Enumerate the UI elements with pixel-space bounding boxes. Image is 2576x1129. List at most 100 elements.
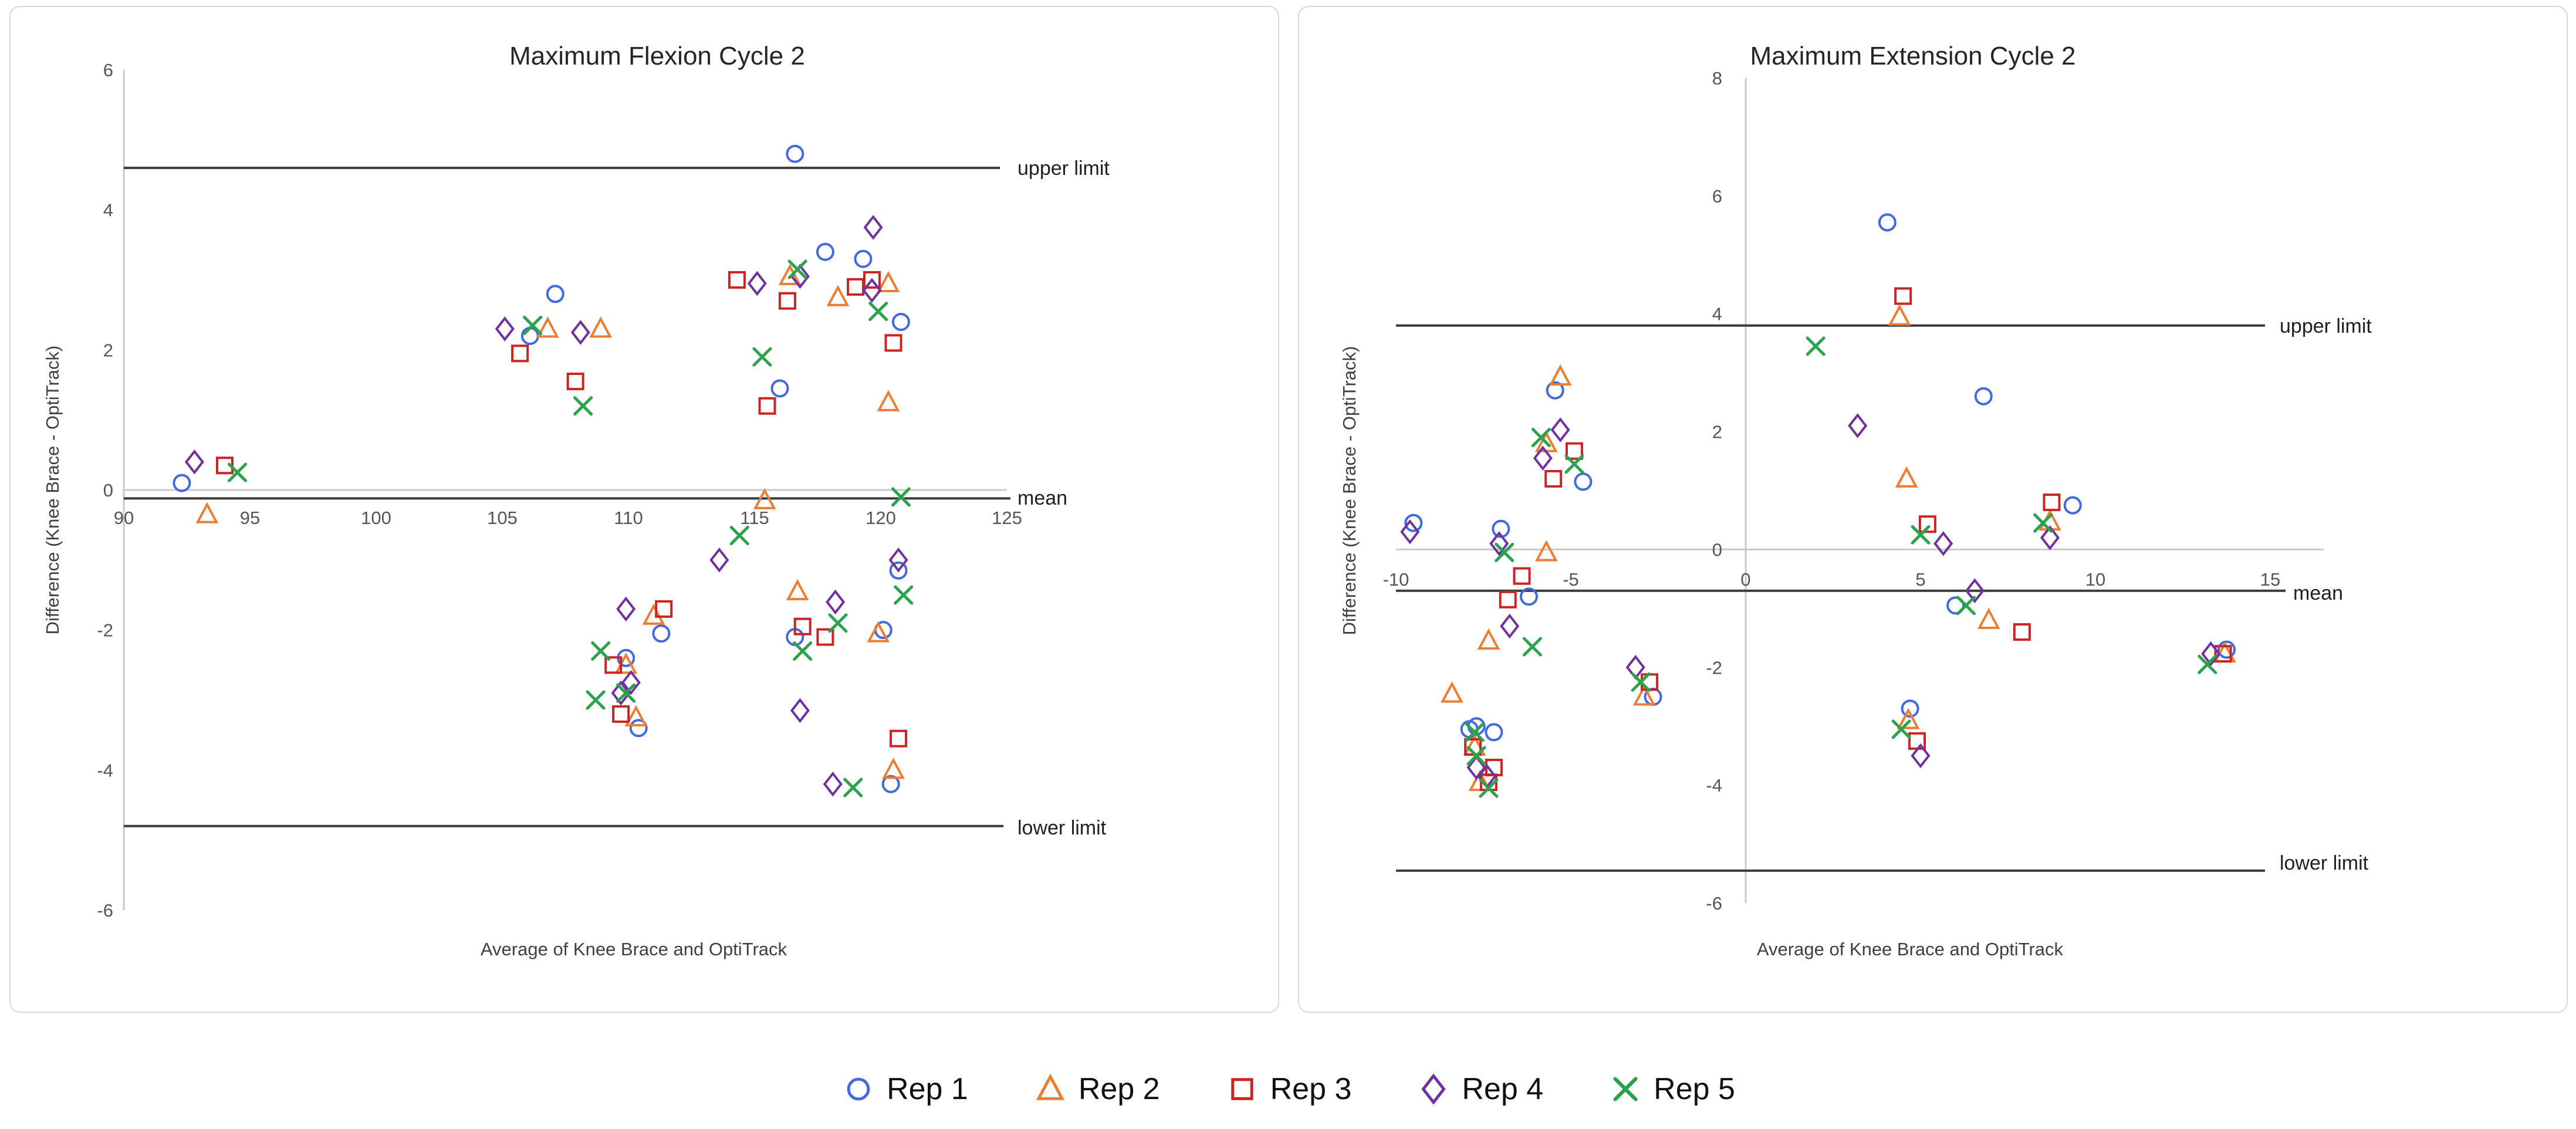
marker-square-icon — [2043, 493, 2061, 512]
marker-diamond-icon — [1466, 755, 1486, 780]
x-tick-label: 115 — [740, 508, 769, 528]
marker-x-icon — [828, 613, 848, 633]
marker-triangle-icon — [1441, 681, 1463, 703]
marker-triangle-icon — [536, 316, 559, 338]
marker-diamond-icon — [1400, 519, 1420, 545]
marker-x-icon — [787, 259, 807, 279]
marker-triangle-icon — [589, 316, 613, 338]
marker-triangle-icon — [882, 758, 905, 779]
marker-diamond-icon — [1550, 417, 1570, 442]
series-rep-5 — [228, 259, 914, 797]
marker-diamond-icon — [570, 320, 590, 345]
x-tick-label: 100 — [361, 508, 391, 528]
marker-x-icon — [1495, 542, 1515, 562]
marker-triangle-icon — [1534, 540, 1558, 562]
marker-square-icon — [612, 705, 630, 723]
y-tick-label: -4 — [1706, 775, 1722, 796]
x-tick-label: 10 — [2085, 569, 2105, 590]
marker-circle-icon — [1946, 596, 1965, 615]
legend-label: Rep 2 — [1078, 1072, 1160, 1106]
x-tick-label: 105 — [487, 508, 518, 528]
marker-triangle-icon — [624, 705, 648, 726]
marker-diamond-icon — [862, 278, 882, 303]
marker-square-icon — [1544, 469, 1563, 488]
y-tick-label: 8 — [1712, 68, 1722, 89]
marker-diamond-icon — [1933, 531, 1953, 556]
legend-marker-square-icon — [1230, 1078, 1253, 1100]
marker-circle-icon — [891, 313, 910, 332]
marker-square-icon — [793, 617, 812, 636]
marker-x-icon — [1956, 596, 1976, 616]
x-tick-label: 120 — [866, 508, 896, 528]
marker-x-icon — [793, 641, 813, 661]
y-tick-label: 0 — [1712, 539, 1722, 560]
marker-circle-icon — [847, 1077, 870, 1101]
marker-triangle-icon — [1888, 304, 1911, 326]
legend-marker-triangle-icon — [1036, 1073, 1065, 1100]
lower-limit-label-extension: lower limit — [2280, 852, 2369, 874]
marker-square-icon — [728, 271, 746, 289]
marker-x-icon — [1806, 336, 1825, 356]
legend-item-rep-5: Rep 5 — [1608, 1071, 1735, 1107]
marker-triangle-icon — [1549, 364, 1572, 386]
marker-diamond-icon — [1911, 743, 1931, 769]
marker-triangle-icon — [753, 488, 776, 509]
marker-square-icon — [816, 628, 834, 646]
marker-x-icon — [616, 683, 636, 703]
mean-label-extension: mean — [2293, 582, 2343, 604]
marker-diamond-icon — [709, 547, 729, 573]
legend-label: Rep 1 — [887, 1072, 968, 1106]
marker-circle-icon — [1974, 387, 1993, 405]
marker-circle-icon — [770, 379, 789, 398]
x-tick-label: 5 — [1915, 569, 1925, 590]
marker-x-icon — [1531, 428, 1551, 448]
marker-square-icon — [511, 344, 529, 363]
marker-square-icon — [2214, 645, 2232, 663]
marker-circle-icon — [2063, 496, 2082, 515]
marker-diamond-icon — [2040, 525, 2060, 550]
marker-square-icon — [655, 600, 673, 618]
marker-x-icon — [729, 526, 749, 546]
x-tick-label: 110 — [614, 508, 643, 528]
marker-diamond-icon — [1421, 1073, 1446, 1105]
legend-marker-x-icon — [1613, 1077, 1638, 1101]
marker-triangle-icon — [1477, 628, 1500, 650]
marker-diamond-icon — [2201, 641, 2221, 667]
marker-x-icon — [868, 302, 888, 322]
marker-x-icon — [1911, 525, 1931, 545]
x-tick-label: -5 — [1563, 569, 1579, 590]
marker-square-icon — [778, 292, 796, 310]
marker-x-icon — [2198, 654, 2217, 674]
x-tick-label: 15 — [2260, 569, 2280, 590]
marker-x-icon — [843, 778, 863, 797]
marker-square-icon — [1894, 287, 1912, 305]
chart-title-flexion: Maximum Flexion Cycle 2 — [509, 42, 805, 70]
marker-triangle-icon — [1895, 466, 1918, 488]
marker-x-icon — [752, 347, 772, 367]
marker-circle-icon — [1546, 381, 1564, 400]
marker-triangle-icon — [1977, 607, 2000, 629]
marker-x-icon — [2033, 513, 2053, 533]
marker-circle-icon — [173, 474, 191, 492]
marker-triangle-icon — [786, 579, 809, 601]
y-tick-label: 0 — [103, 480, 113, 501]
series-rep-4 — [184, 215, 908, 797]
y-tick-label: 6 — [103, 60, 113, 80]
x-tick-label: 90 — [114, 508, 134, 528]
marker-circle-icon — [546, 285, 564, 303]
y-tick-label: 4 — [1712, 304, 1722, 324]
marker-circle-icon — [1574, 472, 1593, 491]
marker-triangle-icon — [1896, 708, 1920, 729]
series-rep-4 — [1400, 413, 2221, 789]
marker-x-icon — [894, 585, 914, 605]
marker-square-icon — [884, 334, 902, 352]
legend-item-rep-2: Rep 2 — [1033, 1071, 1160, 1107]
marker-x-icon — [573, 396, 593, 416]
marker-circle-icon — [1901, 699, 1919, 718]
marker-circle-icon — [2217, 640, 2236, 659]
y-tick-label: 2 — [103, 340, 113, 360]
